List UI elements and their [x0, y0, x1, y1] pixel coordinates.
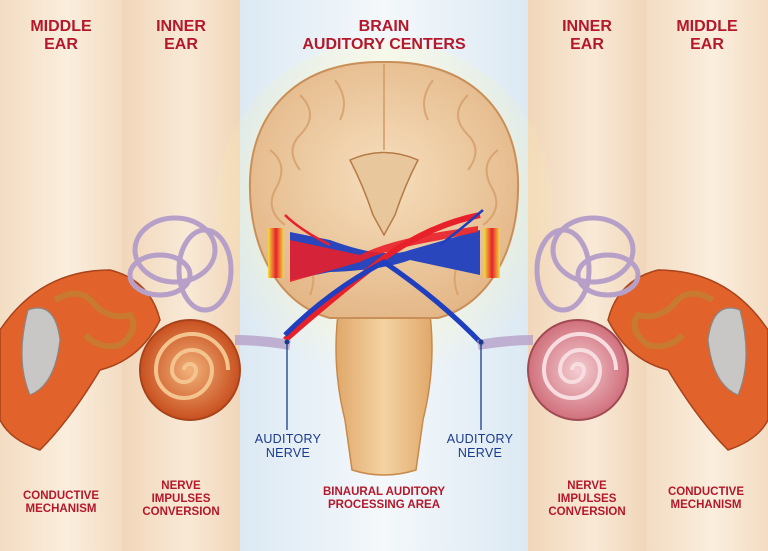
right-auditory-nerve-label: AUDITORY NERVE — [446, 432, 514, 461]
left-ear — [0, 215, 291, 451]
brainstem — [335, 299, 433, 476]
footer-left-conductive-mechanism: CONDUCTIVE MECHANISM — [22, 490, 100, 516]
header-left-middle-ear: MIDDLE EAR — [30, 18, 92, 53]
red-pathway-fan — [290, 226, 478, 282]
red-pathway — [283, 212, 481, 343]
header-right-middle-ear: MIDDLE EAR — [676, 18, 738, 53]
right-eardrum — [707, 307, 747, 396]
right-nerve-pointer-dot — [478, 339, 484, 345]
left-nerve-bundle — [234, 335, 291, 350]
red-pathway-branch — [284, 214, 331, 247]
left-semicircular-canals — [127, 215, 234, 313]
left-auditory-cortex — [268, 228, 284, 278]
left-auditory-nerve-label: AUDITORY NERVE — [254, 432, 322, 461]
header-right-inner-ear: INNER EAR — [562, 18, 612, 53]
blue-pathway — [283, 259, 485, 347]
footer-right-nerve-impulses: NERVE IMPULSES CONVERSION — [548, 480, 626, 519]
left-cochlea-spiral — [153, 332, 230, 400]
footer-binaural-processing: BINAURAL AUDITORY PROCESSING AREA — [322, 486, 446, 512]
header-brain-auditory-centers: BRAIN AUDITORY CENTERS — [302, 18, 466, 53]
right-auditory-cortex — [484, 228, 500, 278]
left-ossicles — [53, 290, 137, 350]
blue-pathway-branch — [439, 209, 484, 246]
right-ear — [477, 215, 768, 451]
footer-right-conductive-mechanism: CONDUCTIVE MECHANISM — [667, 486, 745, 512]
right-nerve-bundle — [477, 335, 534, 350]
left-eardrum — [21, 307, 61, 396]
right-cochlea-spiral — [541, 332, 618, 400]
header-left-inner-ear: INNER EAR — [156, 18, 206, 53]
brain-ventricles — [348, 151, 420, 237]
footer-left-nerve-impulses: NERVE IMPULSES CONVERSION — [142, 480, 220, 519]
left-nerve-pointer-dot — [284, 339, 290, 345]
right-semicircular-canals — [534, 215, 641, 313]
right-ossicles — [631, 290, 715, 350]
